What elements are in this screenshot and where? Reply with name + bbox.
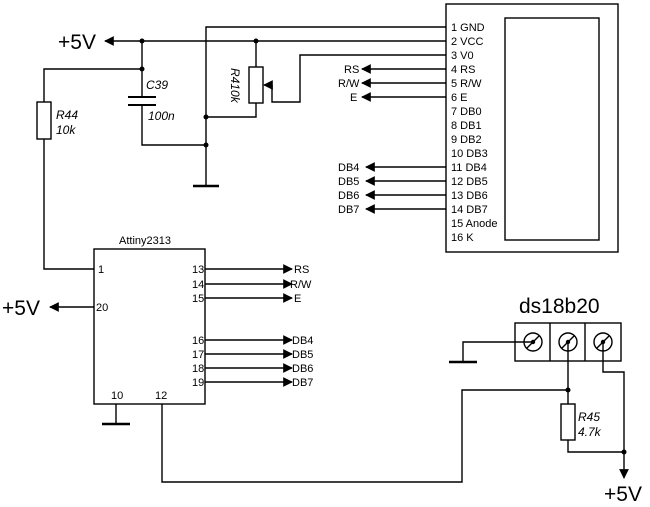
lcd-pin-3: 3 V0: [451, 50, 474, 62]
junction-gnd-r4: [203, 114, 209, 120]
lcd-pin-4: 4 RS: [451, 64, 475, 76]
mcu-net-rs: RS: [294, 264, 309, 276]
r4-name: R4: [228, 68, 242, 84]
lcd-pin-15: 15 Anode: [451, 218, 498, 230]
lcd-pin-13: 13 DB6: [451, 190, 488, 202]
mcu-pin-17: 17: [192, 349, 204, 361]
mcu-pin-14: 14: [192, 279, 204, 291]
attiny2313-chip: Attiny2313 1 20 10 12 13 14 15 16 17 18 …: [93, 235, 206, 405]
lcd-module: 1 GND 2 VCC 3 V0 4 RS 5 R/W 6 E 7 DB0 8 …: [445, 3, 619, 253]
lcd-pin-7: 7 DB0: [451, 106, 482, 118]
mcu-pin-16: 16: [192, 335, 204, 347]
lcd-net-db6: DB6: [338, 190, 359, 202]
mcu-net-rw: R/W: [290, 279, 312, 291]
mcu-pin-20: 20: [96, 302, 108, 314]
wire-r44-top: [43, 68, 142, 102]
r45-value: 4.7k: [578, 425, 602, 439]
r45-body: [560, 403, 576, 441]
mcu-name: Attiny2313: [119, 235, 171, 247]
r44-value: 10k: [56, 123, 76, 137]
lcd-net-db4: DB4: [338, 162, 359, 174]
c39-value: 100n: [148, 109, 175, 123]
mcu-net-db6: DB6: [292, 363, 313, 375]
wire-onewire-data: [161, 389, 568, 483]
mcu-net-db5: DB5: [292, 349, 313, 361]
mcu-net-db7: DB7: [292, 377, 313, 389]
r4-label: R410k: [228, 68, 242, 104]
lcd-net-rw: R/W: [338, 78, 360, 90]
vcc-bottom-label: +5V: [604, 483, 642, 506]
mcu-pin-10: 10: [111, 390, 123, 402]
vcc-top-label: +5V: [58, 31, 96, 54]
vcc-left-label: +5V: [2, 297, 40, 320]
mcu-pin-12: 12: [155, 390, 167, 402]
mcu-net-db4: DB4: [292, 335, 313, 347]
wire-r45-bottom: [567, 440, 624, 453]
junction-r44-vcc: [139, 66, 145, 72]
wire-sensor-gnd: [462, 341, 533, 362]
lcd-pin-6: 6 E: [451, 92, 468, 104]
r45-name: R45: [578, 410, 600, 424]
wire-r4-bottom: [206, 103, 257, 118]
r4-value: 10k: [228, 83, 242, 103]
lcd-net-db5: DB5: [338, 176, 359, 188]
lcd-net-db7: DB7: [338, 204, 359, 216]
lcd-pin-1: 1 GND: [451, 22, 485, 34]
r44-name: R44: [56, 108, 78, 122]
lcd-pin-9: 9 DB2: [451, 134, 482, 146]
junction-gnd-c39: [203, 142, 209, 148]
wire-r4-wiper-v0: [271, 54, 446, 103]
wire-lcd-gnd: [205, 26, 446, 186]
mcu-pin-18: 18: [192, 363, 204, 375]
lcd-pin-12: 12 DB5: [451, 176, 488, 188]
wire-c39-bottom: [141, 105, 206, 146]
wire-sensor-vcc: [602, 342, 629, 479]
lcd-pin-14: 14 DB7: [451, 204, 488, 216]
lcd-net-rs: RS: [344, 64, 359, 76]
lcd-pin-2: 2 VCC: [451, 36, 483, 48]
lcd-screen: [504, 17, 600, 241]
mcu-pin-13: 13: [192, 264, 204, 276]
sensor-name: ds18b20: [519, 295, 600, 318]
c39-name: C39: [146, 78, 168, 92]
mcu-pin-15: 15: [192, 293, 204, 305]
mcu-pin-1: 1: [98, 264, 104, 276]
lcd-net-e: E: [350, 92, 357, 104]
lcd-pin-8: 8 DB1: [451, 120, 482, 132]
r4-body: [248, 66, 264, 104]
lcd-pin-16: 16 K: [451, 232, 474, 244]
mcu-body: [93, 248, 206, 405]
r44-body: [36, 101, 52, 140]
mcu-net-e: E: [294, 293, 301, 305]
lcd-pin-11: 11 DB4: [451, 162, 487, 174]
lcd-pin-5: 5 R/W: [451, 78, 482, 90]
lcd-pin-10: 10 DB3: [451, 148, 488, 160]
wire-r44-reset: [43, 139, 94, 270]
mcu-pin-19: 19: [192, 377, 204, 389]
